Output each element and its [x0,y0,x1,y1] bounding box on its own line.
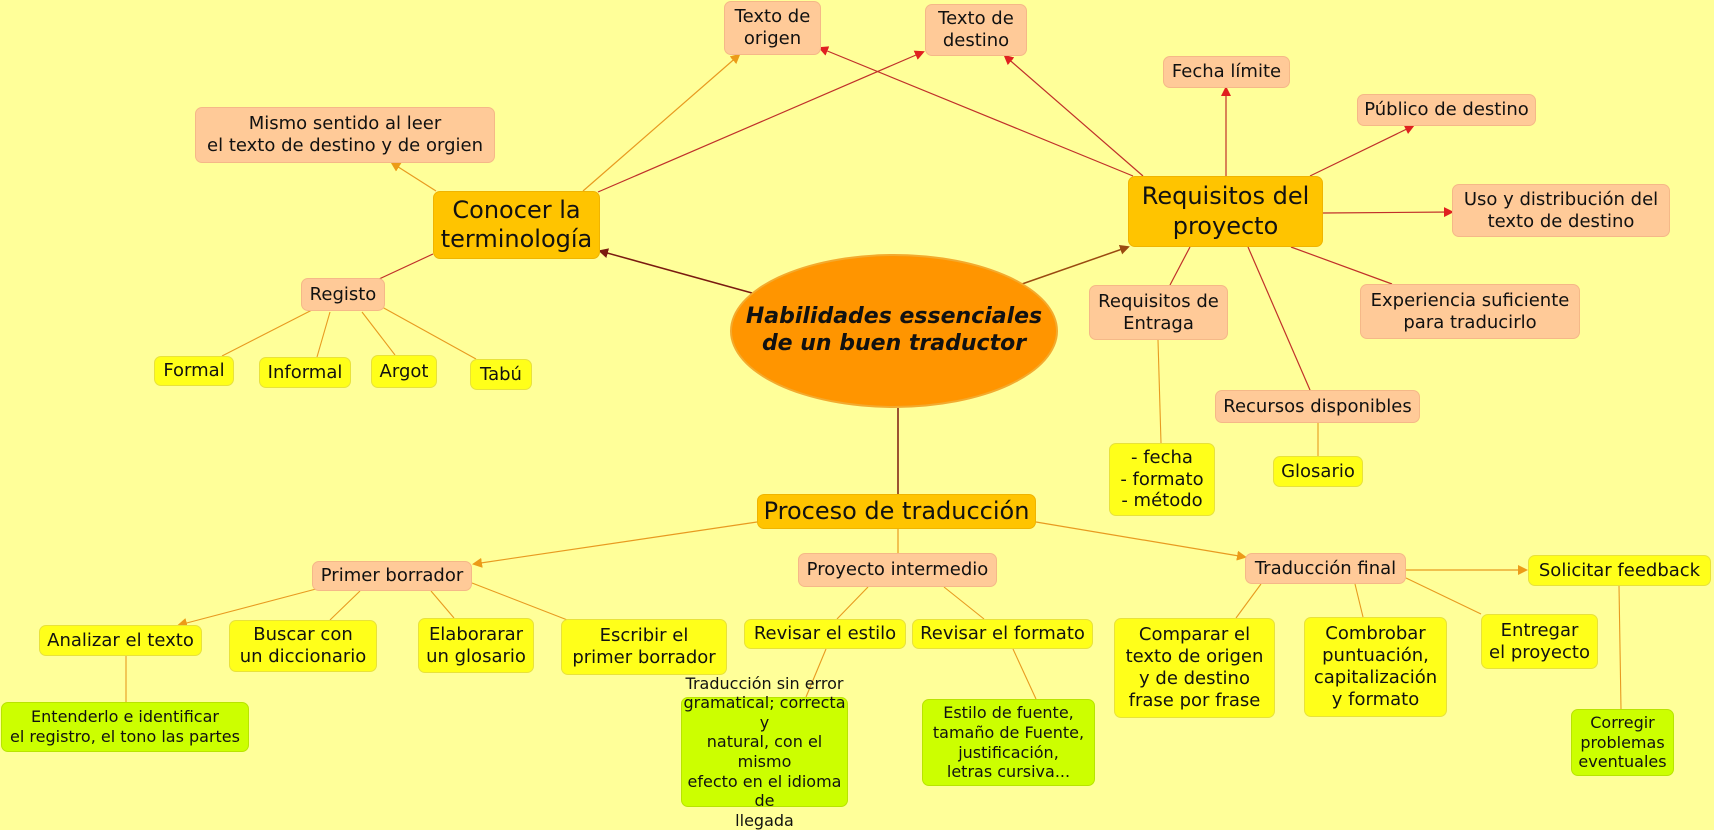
node-experiencia[interactable]: Experiencia suficiente para traducirlo [1360,284,1580,339]
link-formato-fuente [1012,648,1037,700]
link-final-comparar [1235,583,1262,619]
node-traduccion-final[interactable]: Traducción final [1245,553,1406,584]
link-proceso-final [1035,521,1247,561]
node-estilo-fuente[interactable]: Estilo de fuente, tamaño de Fuente, just… [922,699,1095,786]
link-primer-elaborar [430,590,455,619]
node-texto-destino[interactable]: Texto de destino [925,4,1027,56]
node-revisar-formato[interactable]: Revisar el formato [912,619,1093,649]
node-analizar-texto[interactable]: Analizar el texto [39,625,202,656]
link-registo-informal [316,311,331,358]
node-requisitos-entraga[interactable]: Requisitos de Entraga [1089,285,1228,340]
link-req-destino [1003,54,1144,177]
link-center-requisitos [1021,244,1130,285]
node-conocer-terminologia[interactable]: Conocer la terminología [433,191,600,259]
link-solicitar-corregir [1618,585,1622,710]
node-revisar-estilo[interactable]: Revisar el estilo [744,619,906,649]
link-conocer-mismo [390,161,437,192]
node-primer-borrador[interactable]: Primer borrador [312,561,472,591]
link-estilo-sinerror [805,648,827,698]
link-registo-argot [361,311,396,356]
node-buscar-diccionario[interactable]: Buscar con un diccionario [229,620,377,672]
link-primer-buscar [329,590,361,621]
link-req-entraga [1169,246,1191,286]
node-mismo-sentido[interactable]: Mismo sentido al leer el texto de destin… [195,107,495,163]
node-tabu[interactable]: Tabú [470,359,532,390]
node-texto-origen[interactable]: Texto de origen [724,1,821,55]
link-conocer-origen [582,53,741,192]
node-informal[interactable]: Informal [259,357,351,388]
link-primer-analizar [177,588,317,628]
link-conocer-registo [376,253,434,281]
node-recursos-disponibles[interactable]: Recursos disponibles [1215,390,1420,423]
node-publico-destino[interactable]: Público de destino [1357,94,1536,126]
link-registo-tabu [381,306,477,360]
node-comprobar[interactable]: Combrobar puntuación, capitalización y f… [1304,617,1447,717]
link-final-comprobar [1354,583,1364,618]
node-formal[interactable]: Formal [154,356,234,386]
link-entraga-fecha [1157,339,1162,444]
node-corregir[interactable]: Corregir problemas eventuales [1571,709,1674,776]
node-fecha-formato-metodo[interactable]: - fecha - formato - método [1109,443,1215,516]
node-entregar[interactable]: Entregar el proyecto [1481,614,1598,669]
center-topic[interactable]: Habilidades essenciales de un buen tradu… [730,254,1058,408]
link-registo-formal [221,309,313,357]
link-final-entregar [1405,577,1482,615]
node-entenderlo[interactable]: Entenderlo e identificar el registro, el… [1,702,249,752]
link-req-uso [1322,207,1454,218]
node-proyecto-intermedio[interactable]: Proyecto intermedio [798,553,997,587]
node-requisitos-proyecto[interactable]: Requisitos del proyecto [1128,176,1323,247]
link-conocer-destino [597,50,925,193]
node-solicitar-feedback[interactable]: Solicitar feedback [1528,555,1711,586]
link-req-experiencia [1290,246,1393,285]
node-registo[interactable]: Registo [301,278,385,311]
link-req-origen [818,46,1134,177]
node-escribir-borrador[interactable]: Escribir el primer borrador [561,619,727,675]
link-intermedio-estilo [836,586,869,620]
link-center-conocer [598,248,753,294]
link-intermedio-formato [943,586,985,620]
link-req-publico [1309,124,1415,177]
link-req-recursos [1247,246,1311,391]
node-glosario[interactable]: Glosario [1273,456,1363,487]
link-primer-escribir [471,582,571,622]
link-proceso-primer [472,521,758,568]
node-traduccion-sin-error[interactable]: Traducción sin error gramatical; correct… [681,674,848,830]
node-uso-distribucion[interactable]: Uso y distribución del texto de destino [1452,184,1670,237]
node-proceso-traduccion[interactable]: Proceso de traducción [757,494,1036,529]
node-fecha-limite[interactable]: Fecha límite [1163,56,1290,88]
node-comparar[interactable]: Comparar el texto de origen y de destino… [1114,618,1275,718]
node-argot[interactable]: Argot [371,355,437,388]
connector-lines [125,46,1622,710]
node-elaborar-glosario[interactable]: Elaborarar un glosario [418,618,534,673]
